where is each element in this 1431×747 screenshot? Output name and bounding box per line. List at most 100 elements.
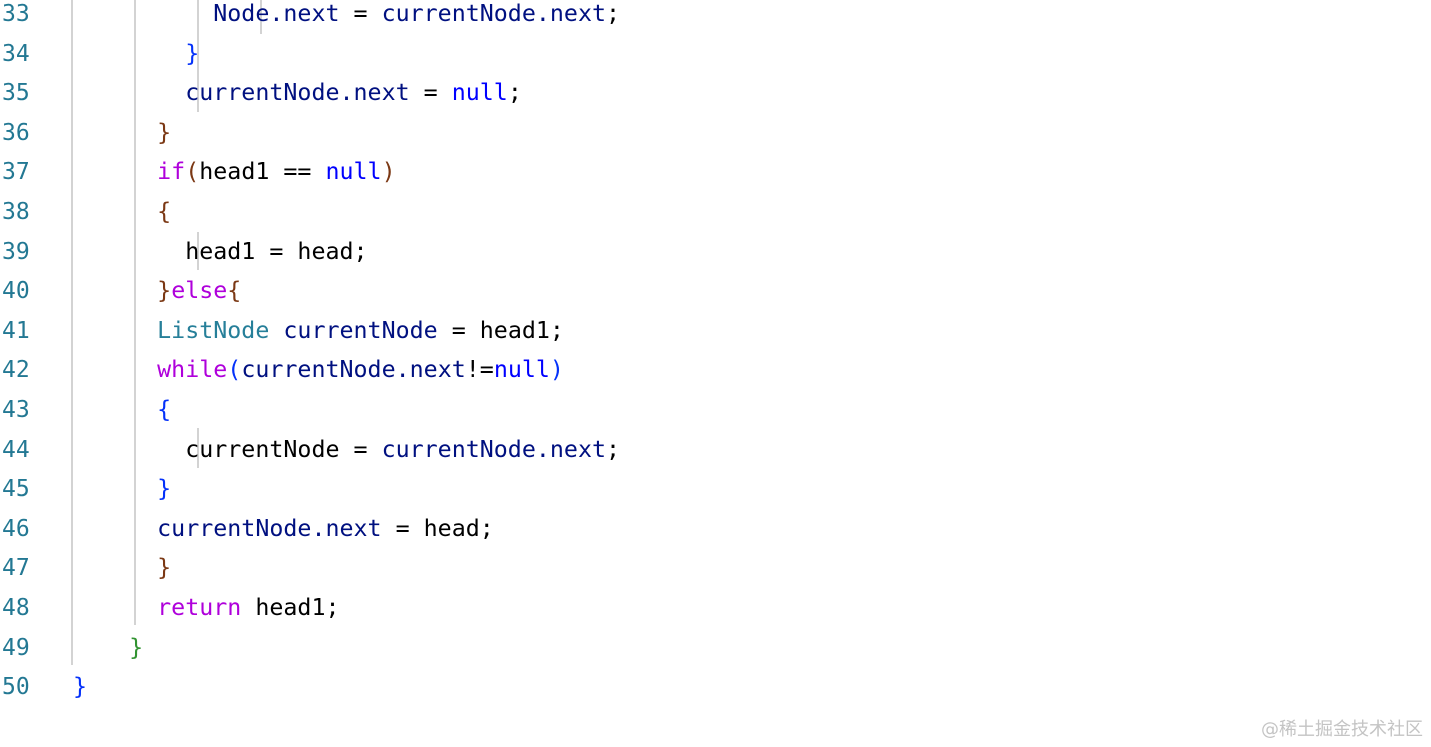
code-token	[73, 198, 157, 225]
code-token	[73, 158, 157, 185]
code-line[interactable]: 37 if(head1 == null)	[0, 158, 1431, 198]
code-line[interactable]: 49 }	[0, 634, 1431, 674]
code-token: )	[381, 158, 396, 186]
code-text: ListNode currentNode = head1;	[73, 317, 564, 345]
watermark-text: @稀土掘金技术社区	[1261, 719, 1423, 740]
code-line[interactable]: 34 }	[0, 40, 1431, 80]
code-token: null	[451, 79, 508, 107]
code-token: (	[227, 356, 242, 384]
code-token: ;	[606, 0, 621, 27]
indent-guide-level-2	[134, 0, 136, 625]
code-token: head1 ==	[199, 158, 326, 186]
code-line[interactable]: 39 head1 = head;	[0, 238, 1431, 278]
code-line[interactable]: 42 while(currentNode.next!=null)	[0, 356, 1431, 396]
line-number: 34	[2, 40, 30, 67]
code-token: if	[157, 158, 186, 186]
line-number: 45	[2, 476, 30, 503]
line-number: 43	[2, 397, 30, 423]
code-text: currentNode = currentNode.next;	[73, 436, 620, 464]
code-token: else	[171, 277, 228, 305]
line-number: 39	[2, 238, 30, 265]
code-text: }	[73, 554, 171, 582]
code-text: {	[73, 396, 171, 424]
code-text: currentNode.next = null;	[73, 79, 522, 107]
line-number: 48	[2, 595, 30, 621]
code-line[interactable]: 46 currentNode.next = head;	[0, 515, 1431, 555]
line-number: 46	[2, 515, 30, 542]
code-text: }	[73, 475, 171, 503]
code-token: head1;	[241, 594, 340, 621]
code-line[interactable]: 43 {	[0, 396, 1431, 436]
code-line[interactable]: 35 currentNode.next = null;	[0, 79, 1431, 119]
code-text: }	[73, 40, 199, 68]
code-token: }	[157, 277, 172, 305]
code-token: ListNode	[157, 316, 270, 344]
code-line[interactable]: 33 Node.next = currentNode.next;	[0, 0, 1431, 40]
code-token: currentNode.next	[73, 514, 382, 542]
code-token: }	[185, 39, 200, 67]
code-token: = head1;	[437, 316, 564, 344]
code-line[interactable]: 40 }else{	[0, 277, 1431, 317]
code-token: currentNode.next	[381, 435, 606, 463]
code-token: currentNode.next	[241, 356, 466, 384]
code-token: {	[157, 198, 172, 225]
line-number: 47	[2, 555, 30, 582]
code-token: =	[409, 79, 452, 107]
code-line[interactable]: 45 }	[0, 475, 1431, 515]
line-number: 37	[2, 159, 30, 186]
indent-guide-level-3	[197, 0, 199, 112]
line-number: 38	[2, 199, 30, 225]
code-token: }	[129, 633, 144, 661]
line-number: 40	[2, 278, 30, 305]
code-token: {	[157, 396, 172, 423]
code-token	[73, 277, 157, 304]
code-token	[73, 594, 157, 621]
code-token: return	[157, 594, 242, 621]
code-text: Node.next = currentNode.next;	[73, 0, 620, 28]
code-line[interactable]: 47 }	[0, 554, 1431, 594]
line-number: 35	[2, 80, 30, 107]
code-line[interactable]: 44 currentNode = currentNode.next;	[0, 436, 1431, 476]
code-token: = head;	[381, 514, 494, 542]
code-text: }else{	[73, 277, 241, 305]
code-token: currentNode.next	[381, 0, 606, 27]
code-line[interactable]: 41 ListNode currentNode = head1;	[0, 317, 1431, 357]
code-text: }	[73, 634, 143, 662]
code-token	[73, 119, 157, 146]
code-token: }	[73, 673, 88, 701]
indent-guide-level-1	[71, 0, 73, 665]
code-line[interactable]: 38 {	[0, 198, 1431, 238]
code-token: !=	[465, 356, 494, 384]
code-text: {	[73, 198, 171, 226]
code-token: ;	[507, 79, 522, 107]
code-token: {	[227, 277, 242, 305]
code-token: currentNode.next	[73, 79, 410, 107]
code-line[interactable]: 48 return head1;	[0, 594, 1431, 634]
code-token: while	[157, 356, 228, 384]
code-token: ;	[606, 435, 621, 463]
code-text: currentNode.next = head;	[73, 515, 494, 543]
code-token: Node.next	[73, 0, 340, 27]
code-token	[73, 396, 157, 423]
code-text: }	[73, 119, 171, 147]
line-number: 41	[2, 317, 30, 344]
code-token: =	[339, 0, 382, 27]
indent-guide-level-4	[260, 0, 262, 34]
line-number: 50	[2, 674, 30, 701]
code-token: (	[185, 158, 200, 186]
line-number: 44	[2, 436, 30, 463]
line-number: 49	[2, 634, 30, 661]
code-token: }	[157, 475, 172, 503]
code-token: head1 = head;	[73, 237, 368, 265]
code-token: )	[549, 356, 564, 384]
code-token	[73, 634, 129, 661]
code-token: null	[325, 158, 382, 186]
code-token	[73, 475, 157, 502]
code-line[interactable]: 36 }	[0, 119, 1431, 159]
code-token	[73, 317, 157, 344]
code-text: }	[73, 673, 87, 701]
line-number: 33	[2, 1, 30, 27]
code-line[interactable]: 50}	[0, 673, 1431, 713]
code-text: return head1;	[73, 594, 340, 622]
